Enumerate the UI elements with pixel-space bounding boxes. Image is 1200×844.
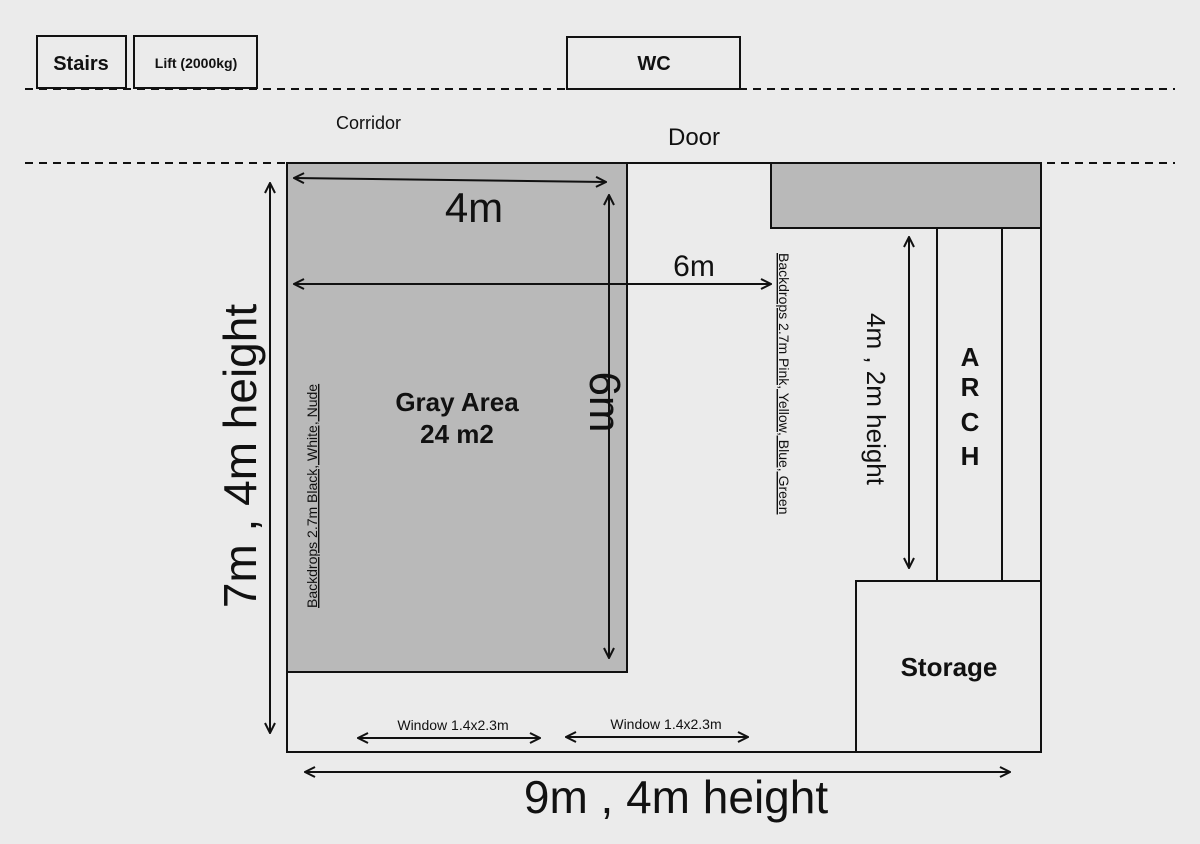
- storage-room: [855, 580, 1042, 753]
- room-length-label: 9m , 4m height: [524, 771, 828, 823]
- right-backdrops-label: Backdrops 2.7m Pink, Yellow, Blue, Green: [776, 253, 792, 514]
- arch-letter-r: R: [961, 372, 980, 402]
- arch: [936, 227, 1003, 584]
- lift-room: Lift (2000kg): [133, 35, 258, 89]
- gray-area: [286, 162, 628, 673]
- arch-letter-c: C: [961, 407, 980, 437]
- stairs-room: Stairs: [36, 35, 127, 89]
- lift-label: Lift (2000kg): [155, 55, 237, 71]
- arch-height-label: 4m , 2m height: [861, 313, 891, 486]
- gray-area-size: 24 m2: [420, 419, 494, 449]
- gray-area-title: Gray Area: [395, 387, 519, 417]
- door-label: Door: [668, 124, 720, 151]
- gray-backdrops-label: Backdrops 2.7m Black, White, Nude: [304, 384, 320, 608]
- gray-width-arrow: [294, 178, 606, 182]
- storage-label: Storage: [901, 652, 998, 682]
- window-2-label: Window 1.4x2.3m: [610, 716, 721, 732]
- room-depth-label: 7m , 4m height: [214, 304, 266, 608]
- room-to-backdrops-label: 6m: [673, 250, 715, 283]
- door-block: [770, 162, 1042, 229]
- gray-width-label: 4m: [445, 184, 503, 231]
- window-1-label: Window 1.4x2.3m: [397, 717, 508, 733]
- wc-label: WC: [637, 53, 670, 75]
- corridor-label: Corridor: [336, 113, 401, 133]
- gray-depth-label: 6m: [580, 371, 629, 432]
- stairs-label: Stairs: [53, 53, 109, 75]
- arch-letter-a: A: [961, 342, 980, 372]
- arch-letter-h: H: [961, 441, 980, 471]
- wc-room: WC: [566, 36, 741, 90]
